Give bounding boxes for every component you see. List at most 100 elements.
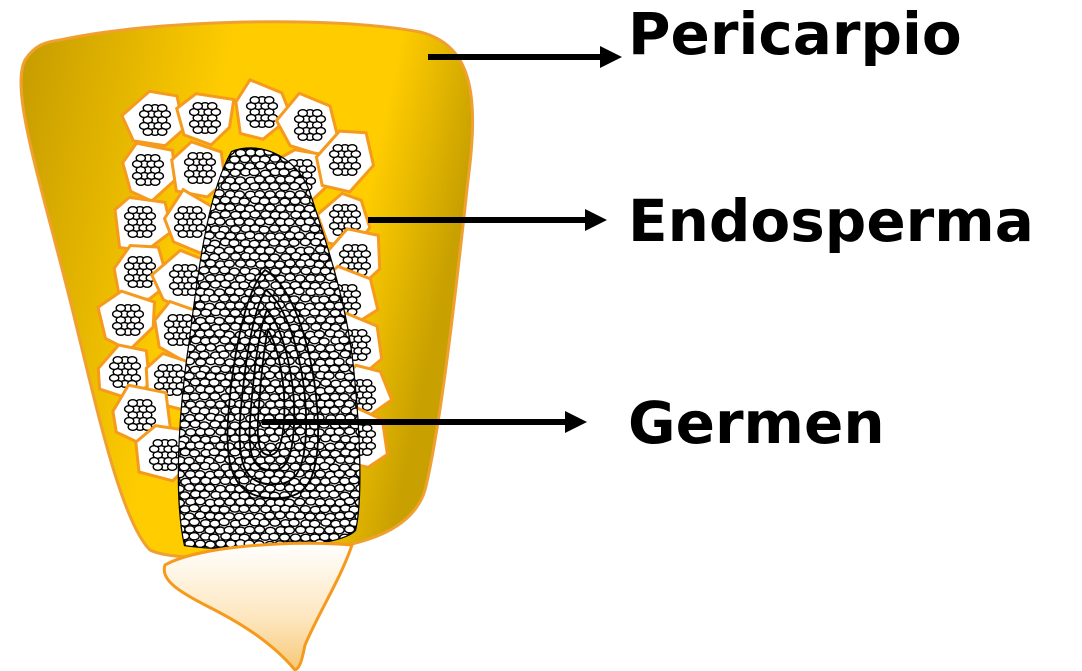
- germ-granule: [225, 302, 235, 309]
- germ-granule: [339, 337, 349, 344]
- starch-granule: [343, 245, 352, 252]
- germ-granule: [259, 281, 269, 288]
- starch-granule: [193, 231, 202, 238]
- germ-granule: [234, 245, 244, 252]
- germ-granule: [220, 491, 230, 498]
- germ-granule: [245, 498, 255, 505]
- germ-granule: [311, 267, 321, 274]
- germ-granule: [306, 498, 316, 505]
- starch-granule: [143, 257, 152, 264]
- germ-granule: [275, 372, 285, 379]
- germ-granule: [275, 246, 285, 253]
- germ-granule: [315, 499, 325, 506]
- germ-granule: [195, 414, 205, 421]
- starch-granule: [348, 145, 357, 152]
- starch-granule: [128, 257, 137, 264]
- germ-granule: [231, 253, 241, 260]
- germ-granule: [311, 323, 321, 330]
- germ-granule: [311, 238, 321, 245]
- germ-granule: [300, 295, 310, 302]
- starch-granule: [303, 160, 312, 167]
- starch-granule: [131, 305, 140, 312]
- germ-granule: [179, 463, 189, 470]
- starch-granule: [178, 207, 187, 214]
- germ-granule: [334, 400, 344, 407]
- germ-granule: [265, 260, 275, 267]
- starch-granule: [128, 357, 137, 364]
- starch-granule: [168, 315, 177, 322]
- germ-granule: [290, 267, 300, 274]
- germ-granule: [269, 239, 279, 246]
- germ-granule: [284, 400, 294, 407]
- germ-granule: [270, 155, 280, 162]
- starch-granule: [313, 134, 322, 141]
- germ-granule: [285, 232, 295, 239]
- germ-granule: [220, 211, 230, 218]
- germ-granule: [255, 499, 265, 506]
- starch-granule: [250, 121, 259, 128]
- starch-granule: [128, 281, 137, 288]
- starch-granule: [131, 329, 140, 336]
- germ-granule: [191, 336, 201, 343]
- germ-granule: [185, 526, 195, 533]
- germ-granule: [265, 456, 275, 463]
- germ-granule: [329, 365, 339, 372]
- germ-granule: [189, 504, 199, 511]
- starch-granule: [128, 424, 137, 431]
- germ-granule: [220, 421, 230, 428]
- germ-granule: [289, 239, 299, 246]
- starch-granule: [158, 105, 167, 112]
- germ-granule: [315, 344, 325, 351]
- starch-granule: [168, 339, 177, 346]
- germ-granule: [329, 351, 339, 358]
- germ-granule: [245, 232, 255, 239]
- starch-granule: [358, 245, 367, 252]
- germ-granule: [259, 519, 269, 526]
- germ-granule: [345, 456, 355, 463]
- starch-granule: [143, 105, 152, 112]
- germ-granule: [325, 386, 335, 393]
- germ-granule: [190, 420, 200, 427]
- label-pericarpio: Pericarpio: [628, 0, 962, 68]
- germ-granule: [209, 295, 219, 302]
- germ-granule: [220, 337, 230, 344]
- germ-granule: [305, 442, 315, 449]
- germ-granule: [210, 393, 220, 400]
- germ-granule: [240, 183, 250, 190]
- germ-granule: [325, 443, 335, 450]
- germ-granule: [295, 400, 305, 407]
- starch-granule: [178, 231, 187, 238]
- starch-granule: [168, 440, 177, 447]
- starch-granule: [151, 155, 160, 162]
- germ-granule: [225, 204, 235, 211]
- germ-granule: [180, 421, 190, 428]
- germ-granule: [199, 351, 209, 358]
- germ-granule: [279, 449, 289, 456]
- germ-granule: [319, 491, 329, 498]
- starch-granule: [158, 365, 167, 372]
- starch-granule: [128, 231, 137, 238]
- germ-granule: [219, 518, 229, 525]
- germ-granule: [245, 273, 255, 280]
- germ-granule: [305, 513, 315, 520]
- germ-granule: [315, 470, 325, 477]
- germ-granule: [294, 287, 304, 294]
- germ-granule: [259, 336, 269, 343]
- germ-granule: [335, 372, 345, 379]
- starch-granule: [358, 330, 367, 337]
- germ-granule: [315, 275, 325, 282]
- germ-granule: [319, 352, 329, 359]
- germ-granule: [285, 442, 295, 449]
- germ-granule: [190, 463, 200, 470]
- germ-granule: [210, 281, 220, 288]
- germ-granule: [205, 428, 215, 435]
- germ-granule: [254, 176, 264, 183]
- germ-granule: [329, 295, 339, 302]
- germ-granule: [280, 183, 290, 190]
- germ-granule: [330, 477, 340, 484]
- germ-granule: [230, 449, 240, 456]
- germ-granule: [194, 525, 204, 532]
- germ-granule: [229, 295, 239, 302]
- germ-granule: [285, 176, 295, 183]
